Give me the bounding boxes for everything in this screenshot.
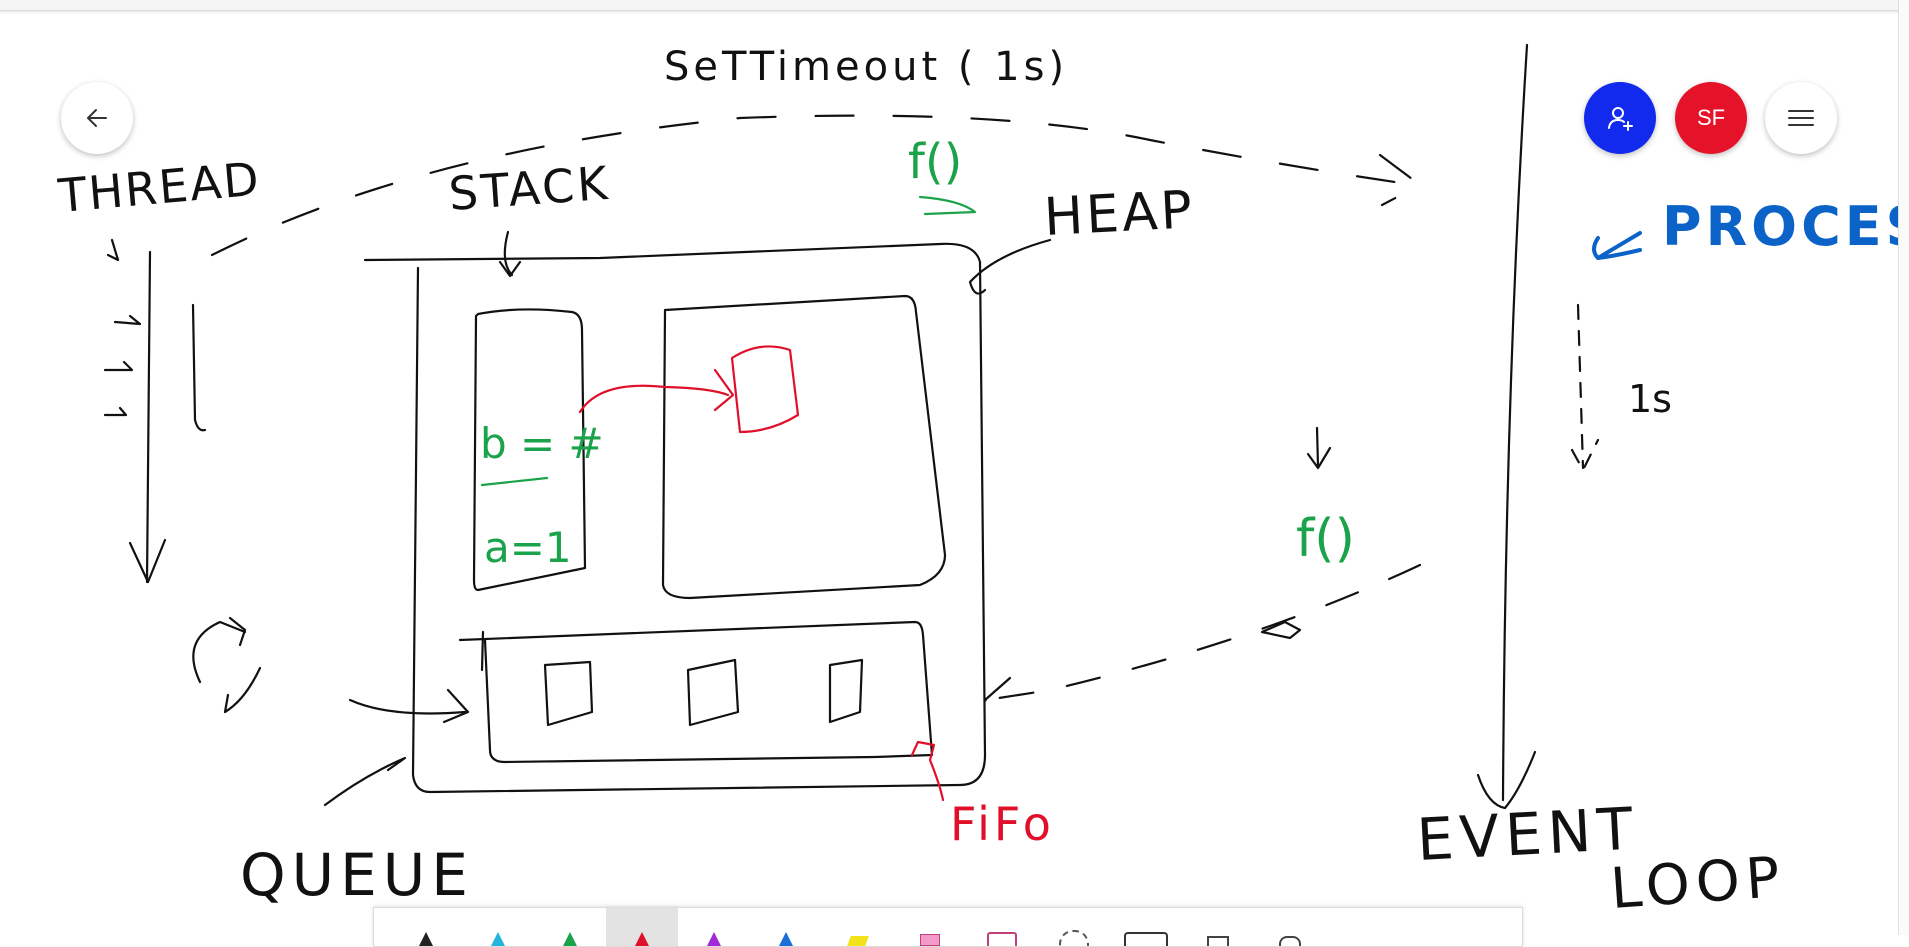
cyan-pen-tool[interactable] — [462, 918, 534, 946]
invite-button[interactable] — [1584, 82, 1656, 154]
undo-icon — [1279, 936, 1301, 946]
red-pen-tool[interactable] — [606, 906, 678, 946]
black-pen-tool[interactable] — [390, 918, 462, 946]
heap-box — [661, 294, 947, 600]
user-avatar[interactable]: SF — [1675, 82, 1747, 154]
lasso-tool[interactable] — [1038, 918, 1110, 946]
ruler-tool[interactable] — [1110, 918, 1182, 946]
lasso-icon — [1059, 930, 1089, 946]
ruler-icon — [1124, 932, 1168, 946]
black-pen-icon — [419, 932, 433, 946]
stack-b-ref: b = # — [480, 419, 604, 468]
settimeout-label: SeTTimeout ( 1s) — [664, 44, 1068, 90]
fifo-label: FiFo — [950, 797, 1055, 851]
yellow-highlighter-icon — [847, 936, 869, 946]
loop-label: LOOP — [1608, 845, 1787, 922]
cyan-pen-icon — [491, 932, 505, 946]
eraser-tool[interactable] — [966, 918, 1038, 946]
fifo-pointer — [910, 740, 945, 802]
hamburger-icon — [1788, 110, 1814, 126]
add-person-icon — [1608, 107, 1633, 131]
outer-container-box — [363, 242, 987, 794]
stack-box — [472, 308, 587, 592]
f-top-label: f() — [908, 134, 962, 190]
right-edge — [1898, 0, 1909, 935]
event-loop-line — [1476, 43, 1537, 810]
f-right-label: f() — [1296, 509, 1355, 569]
blue-pen-tool[interactable] — [750, 918, 822, 946]
heap-label: HEAP — [1043, 180, 1197, 248]
queue-box — [458, 620, 934, 764]
queue-item-2 — [686, 658, 740, 727]
process-arrow — [1592, 231, 1642, 260]
thread-label: THREAD — [55, 152, 263, 224]
queue-item-1 — [543, 660, 594, 727]
purple-pen-icon — [707, 932, 721, 946]
image-tool[interactable] — [1182, 918, 1254, 946]
drawing-toolbar — [373, 906, 1523, 947]
stack-a-value: a=1 — [484, 523, 572, 572]
pink-highlighter-tool[interactable] — [894, 918, 966, 946]
avatar-initials: SF — [1696, 105, 1726, 130]
red-pen-icon — [635, 932, 649, 946]
event-label: EVENT — [1415, 794, 1640, 874]
reference-arrow — [578, 368, 735, 414]
top-bar — [0, 0, 1909, 11]
queue-label: QUEUE — [240, 841, 474, 909]
heap-object — [730, 345, 800, 434]
thread-arrow — [128, 250, 167, 584]
timer-dashed-arc — [210, 114, 1422, 257]
purple-pen-tool[interactable] — [678, 918, 750, 946]
green-pen-icon — [563, 932, 577, 946]
undo-tool[interactable] — [1254, 918, 1326, 946]
image-icon — [1207, 936, 1229, 946]
queue-arrow — [348, 688, 470, 724]
green-pen-tool[interactable] — [534, 918, 606, 946]
back-button[interactable] — [61, 82, 133, 154]
queue-item-3 — [828, 658, 864, 724]
yellow-highlighter-tool[interactable] — [822, 918, 894, 946]
stack-label: STACK — [447, 156, 612, 221]
process-label: PROCESS — [1662, 195, 1909, 258]
queue-inner-mark — [480, 630, 485, 672]
arrow-left-icon — [87, 109, 107, 127]
eraser-icon — [987, 932, 1017, 946]
callback-dashed-path — [983, 563, 1422, 720]
cycle-arrow — [192, 616, 262, 714]
blue-pen-icon — [779, 932, 793, 946]
one-s-label: 1s — [1628, 377, 1672, 421]
menu-button[interactable] — [1765, 82, 1837, 154]
pink-highlighter-icon — [920, 934, 940, 946]
